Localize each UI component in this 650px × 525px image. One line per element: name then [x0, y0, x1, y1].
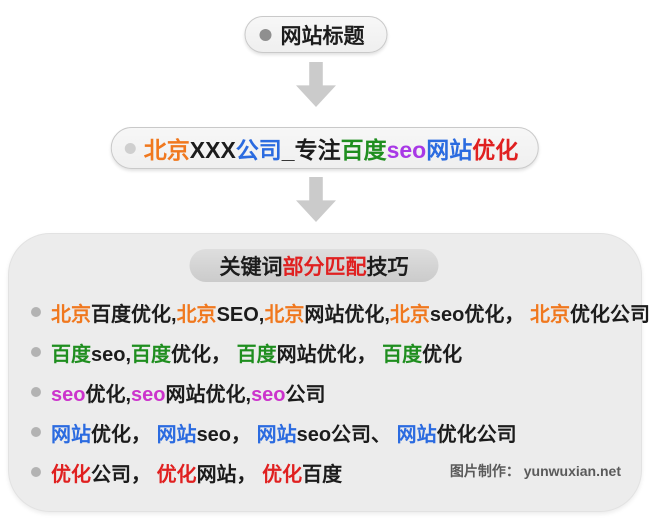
keyword-segment: 百度 [236, 343, 277, 366]
keyword-match-panel: 关键词部分匹配技巧 北京百度优化,北京SEO,北京网站优化,北京seo优化， 北… [8, 233, 650, 512]
bullet-dot-icon [31, 307, 41, 317]
keyword-segment: XXX [189, 137, 236, 163]
keyword-segment: seo [51, 383, 86, 406]
keyword-segment: seo公司、 [296, 423, 397, 446]
keyword-segment: 网站， [196, 463, 263, 486]
keyword-segment: 公司 [235, 137, 282, 163]
keyword-line-wangzhan: 网站优化， 网站seo， 网站seo公司、 网站优化公司 [9, 412, 641, 452]
panel-header-pill: 关键词部分匹配技巧 [189, 249, 439, 282]
keyword-segment: 技巧 [366, 255, 409, 279]
keyword-segment: 网站 [156, 423, 197, 446]
keyword-segment: 网站优化， [276, 343, 383, 366]
keyword-segment: 百度 [51, 343, 91, 366]
keyword-segment: seo, [91, 343, 132, 366]
keyword-segment: 百度 [131, 343, 172, 366]
bullet-dot-icon [31, 467, 41, 477]
keyword-segment: 公司， [91, 463, 157, 486]
keyword-line-text: 百度seo,百度优化， 百度网站优化， 百度优化 [51, 338, 462, 367]
keyword-line-beijing: 北京百度优化,北京SEO,北京网站优化,北京seo优化， 北京优化公司 [9, 292, 650, 332]
keyword-segment: 优化 [472, 137, 519, 163]
keyword-segment: seo， [196, 423, 257, 446]
keyword-segment: 部分匹配 [282, 255, 367, 279]
keyword-segment: seo优化， [429, 303, 530, 326]
keyword-segment: 北京 [529, 303, 570, 326]
keyword-segment: 优化 [51, 463, 91, 486]
keyword-segment: 优化， [91, 423, 157, 446]
down-arrow-icon [296, 177, 336, 222]
keyword-segment: 网站 [51, 423, 91, 446]
keyword-segment: seo [251, 383, 286, 406]
keyword-segment: 百度优化, [91, 303, 177, 326]
keyword-segment: 优化 [156, 463, 197, 486]
keyword-segment: 优化, [85, 383, 132, 406]
keyword-segment: _专注 [281, 137, 341, 163]
keyword-segment: 优化， [171, 343, 237, 366]
keyword-line-text: 北京百度优化,北京SEO,北京网站优化,北京seo优化， 北京优化公司 [51, 298, 650, 327]
keyword-segment: 百度 [302, 463, 343, 486]
keyword-line-text: 网站优化， 网站seo， 网站seo公司、 网站优化公司 [51, 418, 517, 447]
keyword-segment: 北京 [264, 303, 305, 326]
keyword-segment: 优化 [262, 463, 303, 486]
keyword-segment: 百度 [382, 343, 423, 366]
keyword-segment: 关键词 [219, 255, 283, 279]
keyword-segment: 网站优化, [165, 383, 252, 406]
keyword-line-text: 优化公司， 优化网站， 优化百度 [51, 458, 342, 487]
keyword-segment: seo [386, 137, 427, 163]
keyword-segment: 优化公司 [569, 303, 650, 326]
keyword-segment: 网站 [256, 423, 297, 446]
bullet-dot-icon [31, 387, 41, 397]
keyword-line-seo: seo优化,seo网站优化,seo公司 [9, 372, 641, 412]
keyword-segment: 网站 [396, 423, 437, 446]
keyword-segment: 网站优化, [304, 303, 390, 326]
bullet-dot-icon [259, 28, 272, 41]
keyword-segment: seo [131, 383, 166, 406]
keyword-segment: 北京 [143, 137, 190, 163]
keyword-segment: 北京 [176, 303, 217, 326]
keyword-segment: SEO, [216, 303, 265, 326]
keyword-segment: 百度 [340, 137, 387, 163]
keyword-line-baidu: 百度seo,百度优化， 百度网站优化， 百度优化 [9, 332, 641, 372]
title-example-pill: 北京XXX公司_专注百度seo网站优化 [110, 127, 540, 169]
down-arrow-icon [296, 62, 336, 107]
keyword-segment: 北京 [389, 303, 430, 326]
bullet-dot-icon [31, 427, 41, 437]
keyword-segment: 优化公司 [436, 423, 517, 446]
website-title-pill: 网站标题 [244, 16, 388, 53]
bullet-dot-icon [124, 142, 136, 154]
keyword-line-text: seo优化,seo网站优化,seo公司 [51, 378, 326, 407]
keyword-lines: 北京百度优化,北京SEO,北京网站优化,北京seo优化， 北京优化公司 百度se… [9, 292, 650, 492]
image-credit: 图片制作： yunwuxian.net [449, 463, 621, 479]
title-example-text: 北京XXX公司_专注百度seo网站优化 [144, 131, 518, 165]
keyword-segment: 优化 [422, 343, 463, 366]
panel-header-text: 关键词部分匹配技巧 [220, 251, 409, 281]
keyword-line-youhua: 优化公司， 优化网站， 优化百度 [9, 452, 641, 492]
keyword-segment: 北京 [51, 303, 91, 326]
bullet-dot-icon [31, 347, 41, 357]
keyword-segment: 公司 [285, 383, 326, 406]
website-title-label: 网站标题 [280, 24, 365, 48]
keyword-segment: 网站 [426, 137, 473, 163]
